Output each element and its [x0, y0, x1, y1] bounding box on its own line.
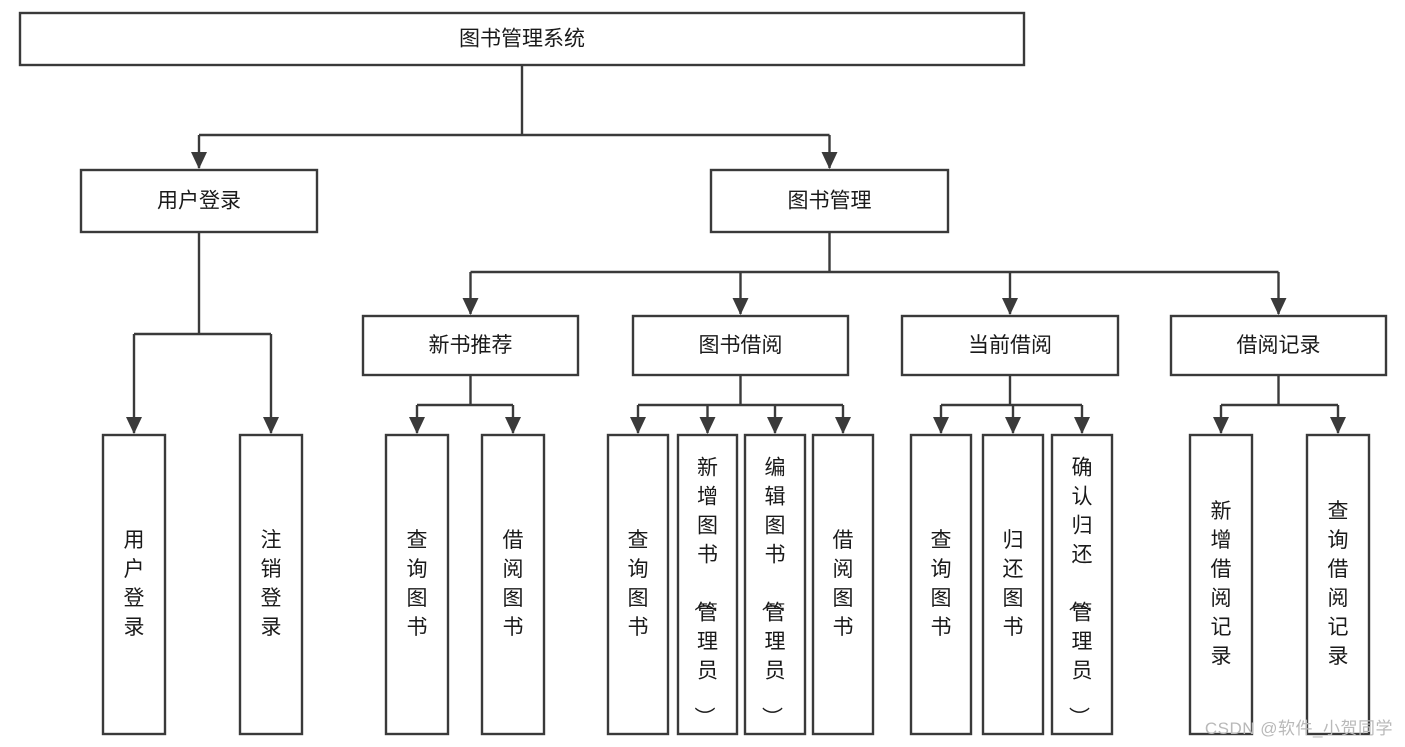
node-box — [709, 168, 950, 234]
csdn-watermark: CSDN @软件_小贺同学 — [1204, 719, 1393, 738]
node-leaf-编辑图书管理员[interactable]: 编辑图书（管理员） — [743, 433, 807, 736]
node-box — [631, 314, 850, 377]
node-label: 当前借阅 — [968, 334, 1052, 357]
node-leaf-借阅图书[interactable]: 借阅图书 — [811, 433, 875, 736]
node-box — [811, 433, 875, 736]
node-box — [1050, 433, 1114, 736]
node-label: 图书管理 — [788, 190, 872, 213]
arrow-head-icon — [933, 417, 949, 434]
node-box — [981, 433, 1045, 736]
node-label: 确认归还（管理员） — [1067, 457, 1093, 728]
node-level3-借阅记录[interactable]: 借阅记录 — [1169, 314, 1388, 377]
node-label: 借阅图书 — [503, 529, 524, 639]
node-box — [480, 433, 546, 736]
arrow-head-icon — [835, 417, 851, 434]
node-level3-当前借阅[interactable]: 当前借阅 — [900, 314, 1120, 377]
node-box — [101, 433, 167, 736]
arrow-head-icon — [767, 417, 783, 434]
node-box — [676, 433, 739, 736]
node-label: 用户登录 — [124, 529, 145, 639]
node-label: 查询图书 — [931, 529, 952, 639]
node-label: 查询借阅记录 — [1328, 500, 1349, 668]
arrow-head-icon — [1270, 298, 1287, 315]
node-label: 图书管理系统 — [459, 28, 585, 51]
node-level2-用户登录[interactable]: 用户登录 — [79, 168, 319, 234]
node-leaf-查询借阅记录[interactable]: 查询借阅记录 — [1305, 433, 1371, 736]
node-label: 注销登录 — [261, 529, 282, 639]
node-box — [909, 433, 973, 736]
node-label: 归还图书 — [1003, 529, 1024, 639]
node-label: 新增借阅记录 — [1211, 500, 1232, 668]
arrow-head-icon — [821, 152, 838, 169]
arrow-head-icon — [1330, 417, 1346, 434]
node-leaf-查询图书[interactable]: 查询图书 — [384, 433, 450, 736]
node-box — [606, 433, 670, 736]
node-level3-新书推荐[interactable]: 新书推荐 — [361, 314, 580, 377]
arrow-head-icon — [126, 417, 142, 434]
node-leaf-新增图书管理员[interactable]: 新增图书（管理员） — [676, 433, 739, 736]
node-box — [384, 433, 450, 736]
arrow-head-icon — [409, 417, 425, 434]
arrow-head-icon — [263, 417, 279, 434]
node-box — [1305, 433, 1371, 736]
arrow-head-icon — [732, 298, 749, 315]
nodes-layer: 图书管理系统用户登录图书管理新书推荐图书借阅当前借阅借阅记录用户登录注销登录查询… — [18, 11, 1388, 736]
node-box — [361, 314, 580, 377]
node-leaf-归还图书[interactable]: 归还图书 — [981, 433, 1045, 736]
node-label: 查询图书 — [628, 529, 649, 639]
node-box — [1169, 314, 1388, 377]
node-label: 编辑图书（管理员） — [760, 457, 786, 728]
node-label: 借阅记录 — [1237, 334, 1321, 357]
node-leaf-借阅图书[interactable]: 借阅图书 — [480, 433, 546, 736]
node-label: 新书推荐 — [429, 334, 513, 357]
node-level2-图书管理[interactable]: 图书管理 — [709, 168, 950, 234]
node-root-图书管理系统[interactable]: 图书管理系统 — [18, 11, 1026, 67]
arrow-head-icon — [462, 298, 479, 315]
node-box — [18, 11, 1026, 67]
node-box — [238, 433, 304, 736]
arrow-head-icon — [1213, 417, 1229, 434]
node-leaf-查询图书[interactable]: 查询图书 — [606, 433, 670, 736]
node-box — [1188, 433, 1254, 736]
arrow-head-icon — [1002, 298, 1018, 315]
arrow-head-icon — [699, 417, 716, 434]
node-leaf-注销登录[interactable]: 注销登录 — [238, 433, 304, 736]
arrow-head-icon — [630, 417, 646, 434]
connectors-layer — [126, 65, 1346, 434]
node-leaf-确认归还管理员[interactable]: 确认归还（管理员） — [1050, 433, 1114, 736]
arrow-head-icon — [1074, 417, 1090, 434]
node-box — [743, 433, 807, 736]
node-level3-图书借阅[interactable]: 图书借阅 — [631, 314, 850, 377]
arrow-head-icon — [1005, 417, 1021, 434]
node-leaf-查询图书[interactable]: 查询图书 — [909, 433, 973, 736]
node-label: 新增图书（管理员） — [692, 457, 718, 728]
node-label: 用户登录 — [157, 190, 241, 213]
node-label: 图书借阅 — [699, 334, 783, 357]
node-box — [900, 314, 1120, 377]
arrow-head-icon — [191, 152, 207, 169]
node-label: 借阅图书 — [833, 529, 854, 639]
node-label: 查询图书 — [407, 529, 428, 639]
arrow-head-icon — [505, 417, 521, 434]
node-box — [79, 168, 319, 234]
node-leaf-新增借阅记录[interactable]: 新增借阅记录 — [1188, 433, 1254, 736]
node-leaf-用户登录[interactable]: 用户登录 — [101, 433, 167, 736]
